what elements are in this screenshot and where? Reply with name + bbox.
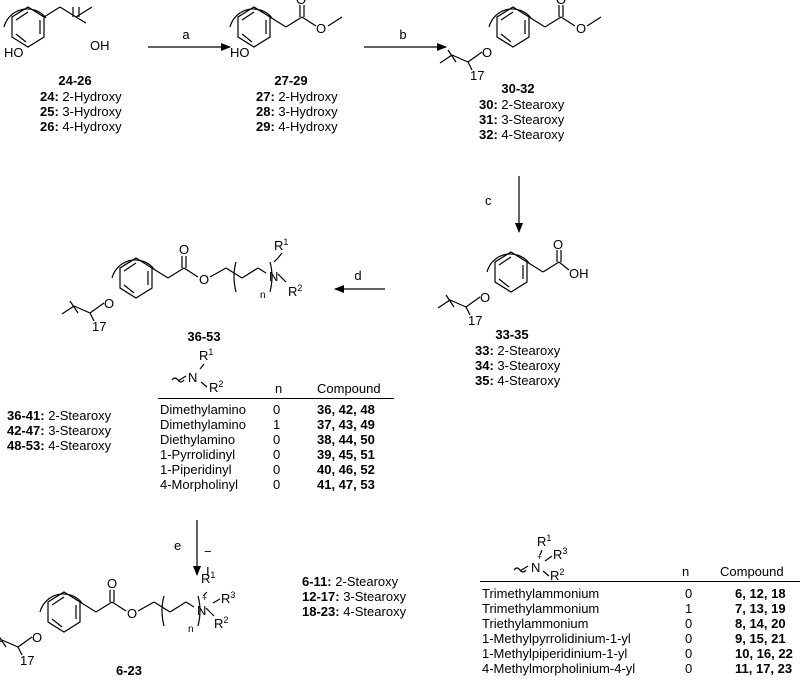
atom-o-ester-36: O (199, 272, 209, 287)
svg-text:+: + (202, 593, 207, 603)
atom-o-carbonyl-6: O (107, 576, 117, 591)
atom-o-carbonyl-33: O (553, 237, 563, 252)
ammonium-table-header-n: n (682, 564, 690, 579)
svg-text:R1: R1 (201, 570, 215, 586)
svg-text:R2: R2 (288, 283, 302, 299)
atom-o-carbonyl-27: O (296, 0, 306, 7)
arrow-label-a: a (182, 27, 190, 42)
chain-subscript-33: 17 (468, 313, 482, 328)
atom-o-carbonyl-36: O (179, 242, 189, 257)
compound-id-24-26: 24-26 (58, 73, 92, 88)
svg-text:R1: R1 (274, 237, 288, 253)
atom-o-ester-27: O (316, 21, 326, 36)
svg-text:R3: R3 (553, 546, 567, 562)
arrow-label-b: b (399, 27, 407, 42)
atom-ho-24: HO (4, 45, 24, 60)
svg-text:R1: R1 (537, 533, 551, 549)
atom-o-ester-6: O (127, 606, 137, 621)
amine-table-header-n: n (275, 381, 283, 396)
compound-list-27-29: 27: 2-Hydroxy 28: 3-Hydroxy 29: 4-Hydrox… (256, 89, 338, 134)
arrow-label-e: e (174, 538, 182, 553)
ammonium-table-header-compound: Compound (720, 564, 784, 579)
chain-subscript-30: 17 (470, 68, 484, 83)
iodide-ion: I (206, 564, 210, 579)
svg-text:N: N (531, 560, 540, 575)
svg-text:N: N (188, 370, 197, 385)
atom-o-ether-33: O (480, 290, 490, 305)
compound-list-24-26: 24: 2-Hydroxy 25: 3-Hydroxy 26: 4-Hydrox… (40, 89, 122, 134)
svg-text:n: n (188, 624, 194, 635)
ammonium-table-rule (480, 581, 800, 582)
compound-id-6-23: 6-23 (115, 663, 143, 678)
compound-list-30-32: 30: 2-Stearoxy 31: 3-Stearoxy 32: 4-Stea… (479, 97, 565, 142)
svg-text:R2: R2 (214, 615, 228, 631)
arrow-label-c: c (485, 193, 492, 208)
compound-list-36-53: 36-41: 2-Stearoxy 42-47: 3-Stearoxy 48-5… (7, 408, 112, 453)
iodide-charge: − (204, 544, 212, 559)
atom-ho-27: HO (230, 45, 250, 60)
n-subscript-36: n (260, 290, 266, 301)
chain-subscript-6: 17 (20, 653, 34, 668)
amine-table-header-compound: Compound (317, 381, 381, 396)
svg-text:R1: R1 (199, 347, 213, 363)
arrow-label-d: d (354, 268, 362, 283)
chain-subscript-36: 17 (92, 319, 106, 334)
compound-list-6-23: 6-11: 2-Stearoxy 12-17: 3-Stearoxy 18-23… (302, 574, 407, 619)
compound-id-30-32: 30-32 (501, 81, 535, 96)
compound-id-33-35: 33-35 (495, 327, 529, 342)
svg-text:R3: R3 (221, 590, 235, 606)
svg-text:+: + (537, 552, 542, 562)
svg-text:R2: R2 (209, 379, 223, 395)
atom-oh-33: OH (569, 266, 589, 281)
amine-table-rule (158, 398, 394, 399)
atom-o-ether-36: O (104, 296, 114, 311)
svg-text:R2: R2 (550, 567, 564, 583)
compound-list-33-35: 33: 2-Stearoxy 34: 3-Stearoxy 35: 4-Stea… (475, 343, 561, 388)
atom-o-ether-6: O (32, 630, 42, 645)
atom-n-6: N (197, 603, 206, 618)
atom-o-ester-30: O (576, 21, 586, 36)
compound-id-36-53: 36-53 (187, 329, 221, 344)
atom-o-ether-30: O (482, 45, 492, 60)
atom-oh-24: OH (90, 38, 110, 53)
atom-o-carbonyl-30: O (556, 0, 566, 7)
compound-id-27-29: 27-29 (274, 73, 308, 88)
atom-n-36: N (269, 269, 278, 284)
